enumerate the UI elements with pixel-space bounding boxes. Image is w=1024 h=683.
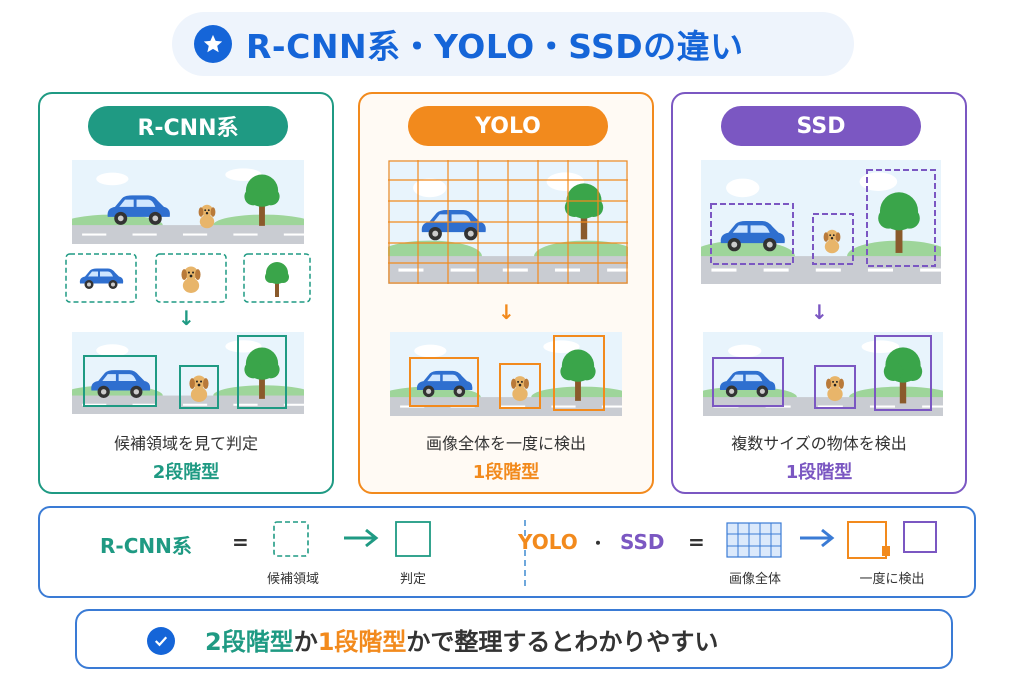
ssd-caption: 複数サイズの物体を検出	[673, 430, 965, 454]
conclusion-or: か	[294, 628, 318, 656]
conclusion-two-stage: 2段階型	[205, 628, 294, 656]
panel-rcnn: R-CNN系 ↓ 候補領域を見て判定 2段階型	[38, 92, 334, 494]
rcnn-tag: R-CNN系	[88, 106, 288, 146]
star-icon	[194, 25, 232, 63]
rcnn-stage: 2段階型	[40, 458, 332, 484]
yolo-stage: 1段階型	[360, 458, 652, 484]
candidate-region-icon	[272, 520, 310, 558]
summary-box: R-CNN系 = 候補領域 判定 YOLO ・ SSD = 画像全体 一度に検出	[38, 506, 976, 598]
ssd-multiscale-image	[701, 160, 941, 284]
conclusion-box: 2段階型か1段階型かで整理するとわかりやすい	[75, 609, 953, 669]
summary-rcnn-step1: 候補領域	[248, 568, 338, 587]
rcnn-region-proposals	[64, 252, 314, 304]
summary-one-step1: 画像全体	[710, 568, 800, 587]
yolo-caption: 画像全体を一度に検出	[360, 430, 652, 454]
decision-box-icon	[394, 520, 432, 558]
ssd-stage: 1段階型	[673, 458, 965, 484]
summary-equals-2: =	[688, 530, 705, 554]
right-arrow-icon	[796, 526, 842, 550]
page-title: R-CNN系・YOLO・SSDの違い	[246, 20, 744, 68]
summary-dot: ・	[590, 530, 606, 554]
rcnn-output-image	[72, 332, 304, 414]
ssd-output-image	[703, 332, 943, 416]
summary-equals: =	[232, 530, 249, 554]
panel-yolo: YOLO ↓ 画像全体を一度に検出 1段階型	[358, 92, 654, 494]
summary-one-step2: 一度に検出	[832, 568, 952, 587]
down-arrow-icon: ↓	[498, 300, 515, 324]
right-arrow-icon	[340, 526, 386, 550]
summary-rcnn-label: R-CNN系	[100, 530, 192, 559]
detection-boxes-icon	[846, 518, 942, 560]
rcnn-input-image	[72, 160, 304, 244]
conclusion-one-stage: 1段階型	[318, 628, 407, 656]
down-arrow-icon: ↓	[178, 306, 195, 330]
title-banner: R-CNN系・YOLO・SSDの違い	[172, 12, 854, 76]
panel-ssd: SSD ↓ 複数サイズの物体を検出 1段階型	[671, 92, 967, 494]
conclusion-rest: かで整理するとわかりやすい	[406, 628, 718, 656]
summary-yolo-label: YOLO	[518, 530, 578, 554]
summary-ssd-label: SSD	[620, 530, 665, 554]
down-arrow-icon: ↓	[811, 300, 828, 324]
ssd-tag: SSD	[721, 106, 921, 146]
yolo-tag: YOLO	[408, 106, 608, 146]
check-icon	[147, 627, 175, 655]
yolo-grid-image	[388, 160, 628, 284]
yolo-output-image	[390, 332, 622, 416]
summary-rcnn-step2: 判定	[378, 568, 448, 587]
rcnn-caption: 候補領域を見て判定	[40, 430, 332, 454]
grid-icon	[726, 522, 782, 558]
conclusion-text: 2段階型か1段階型かで整理するとわかりやすい	[205, 622, 718, 657]
